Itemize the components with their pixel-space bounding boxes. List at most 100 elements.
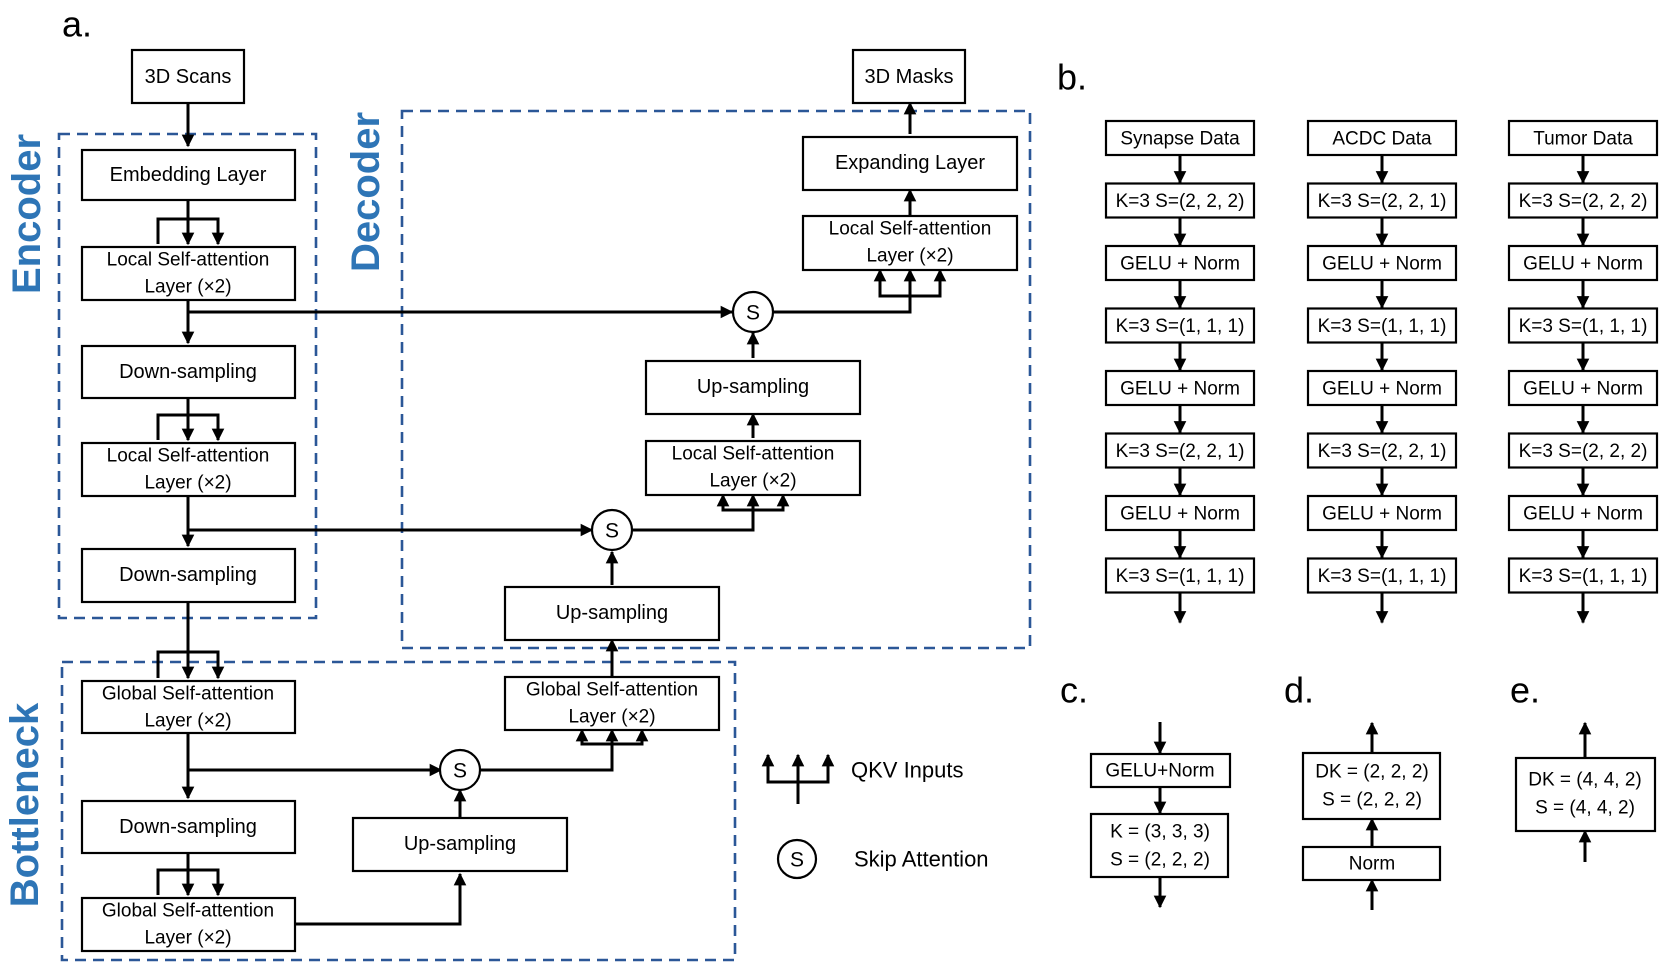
panel-b-step-label: GELU + Norm xyxy=(1120,379,1240,400)
encoder-label: Encoder xyxy=(5,134,49,294)
skip-attention-node-1: S xyxy=(731,290,775,334)
panel-b-step-label: K=3 S=(1, 1, 1) xyxy=(1116,316,1245,337)
panel-label-a: a. xyxy=(62,4,92,45)
panel-b-step-box xyxy=(1306,369,1458,407)
panel-b-step-label: K=3 S=(2, 2, 2) xyxy=(1519,191,1648,212)
encoder-local-sa-1-line1: Local Self-attention xyxy=(107,250,270,271)
panel-b-step-box xyxy=(1306,307,1458,344)
panel-b-step-label: K=3 S=(1, 1, 1) xyxy=(1318,566,1447,587)
decoder-up-1: Up-sampling xyxy=(503,585,721,642)
panel-b-step-box xyxy=(1104,182,1256,219)
skip-attention-node-3: S xyxy=(438,748,482,792)
panel-d-deconv-line1: DK = (2, 2, 2) xyxy=(1315,762,1429,783)
encoder-local-sa-1-line2: Layer (×2) xyxy=(144,277,231,298)
bottleneck-global-sa-1-line2: Layer (×2) xyxy=(144,711,231,732)
panel-b-step-label: GELU + Norm xyxy=(1322,254,1442,275)
encoder-down-1-label: Down-sampling xyxy=(119,361,257,383)
panel-e-deconv-line2: S = (4, 4, 2) xyxy=(1535,798,1635,819)
panel-b-step-label: K=3 S=(1, 1, 1) xyxy=(1318,316,1447,337)
panel-b-step-label: K=3 S=(2, 2, 1) xyxy=(1116,441,1245,462)
panel-e-deconv-line1: DK = (4, 4, 2) xyxy=(1528,770,1642,791)
decoder-local-sa-2: Local Self-attention Layer (×2) xyxy=(801,214,1019,272)
panel-b-step-label: GELU + Norm xyxy=(1322,504,1442,525)
bottleneck-global-sa-2: Global Self-attention Layer (×2) xyxy=(80,896,297,953)
bottleneck-global-sa-1-line1: Global Self-attention xyxy=(102,684,274,705)
panel-b-step-box xyxy=(1104,494,1256,532)
decoder-local-sa-1-line1: Local Self-attention xyxy=(672,444,835,465)
panel-label-e: e. xyxy=(1510,670,1540,711)
qkv-legend-icon xyxy=(761,753,835,804)
panel-d: Norm DK = (2, 2, 2) S = (2, 2, 2) xyxy=(1301,721,1442,910)
decoder-local-sa-1-line2: Layer (×2) xyxy=(709,471,796,492)
skip-attention-symbol: S xyxy=(746,302,760,325)
panel-b-header-box xyxy=(1306,119,1458,157)
output-node: 3D Masks xyxy=(851,48,967,105)
decoder-local-sa-1: Local Self-attention Layer (×2) xyxy=(644,439,862,497)
qkv-legend-label: QKV Inputs xyxy=(851,758,964,783)
bottleneck-label: Bottleneck xyxy=(3,702,47,907)
panel-c-conv-line2: S = (2, 2, 2) xyxy=(1110,850,1210,871)
output-label: 3D Masks xyxy=(865,66,954,88)
expanding-layer-label: Expanding Layer xyxy=(835,152,985,174)
panel-d-norm-label: Norm xyxy=(1349,854,1395,875)
panel-b-header-box xyxy=(1507,119,1659,157)
encoder-down-2: Down-sampling xyxy=(80,547,297,604)
panel-c-norm-label: GELU+Norm xyxy=(1105,761,1214,782)
panel-label-d: d. xyxy=(1284,670,1314,711)
panel-e: DK = (4, 4, 2) S = (4, 4, 2) xyxy=(1514,721,1657,862)
panel-b-header-label: Tumor Data xyxy=(1533,129,1633,150)
panel-b-header-box xyxy=(1104,119,1256,157)
panel-b-header-label: ACDC Data xyxy=(1332,129,1432,150)
encoder-local-sa-2-line1: Local Self-attention xyxy=(107,446,270,467)
panel-b-step-box xyxy=(1306,432,1458,469)
panel-label-b: b. xyxy=(1057,57,1087,98)
panel-a-connectors xyxy=(156,101,947,926)
bottleneck-global-sa-3-line2: Layer (×2) xyxy=(568,707,655,728)
input-label: 3D Scans xyxy=(145,66,232,88)
bottleneck-global-sa-1: Global Self-attention Layer (×2) xyxy=(80,679,297,735)
panel-b-step-label: K=3 S=(1, 1, 1) xyxy=(1519,316,1648,337)
panel-b-step-label: GELU + Norm xyxy=(1523,379,1643,400)
bottleneck-global-sa-2-line2: Layer (×2) xyxy=(144,928,231,949)
panel-b-step-box xyxy=(1507,557,1659,594)
decoder-label: Decoder xyxy=(344,112,388,272)
bottleneck-region xyxy=(60,660,737,962)
panel-b-step-box xyxy=(1104,557,1256,594)
expanding-layer: Expanding Layer xyxy=(801,135,1019,192)
skip-legend-icon: S xyxy=(776,838,818,880)
decoder-up-1-label: Up-sampling xyxy=(556,602,668,624)
panel-b-step-box xyxy=(1507,494,1659,532)
encoder-down-2-label: Down-sampling xyxy=(119,564,257,586)
panel-c: GELU+Norm K = (3, 3, 3) S = (2, 2, 2) xyxy=(1089,722,1232,909)
panel-b-step-box xyxy=(1306,557,1458,594)
bottleneck-global-sa-2-line1: Global Self-attention xyxy=(102,901,274,922)
skip-attention-symbol: S xyxy=(453,760,467,783)
panel-b-step-box xyxy=(1104,369,1256,407)
skip-attention-node-2: S xyxy=(590,508,634,552)
bottleneck-global-sa-3-line1: Global Self-attention xyxy=(526,680,698,701)
encoder-local-sa-2-line2: Layer (×2) xyxy=(144,473,231,494)
bottleneck-up-label: Up-sampling xyxy=(404,833,516,855)
panel-label-c: c. xyxy=(1060,670,1088,711)
panel-b-step-label: K=3 S=(1, 1, 1) xyxy=(1116,566,1245,587)
panel-b-step-label: GELU + Norm xyxy=(1322,379,1442,400)
panel-b-step-label: K=3 S=(1, 1, 1) xyxy=(1519,566,1648,587)
panel-b-step-label: GELU + Norm xyxy=(1120,504,1240,525)
panel-b-step-label: GELU + Norm xyxy=(1523,504,1643,525)
panel-c-conv-line1: K = (3, 3, 3) xyxy=(1110,822,1210,843)
bottleneck-down-label: Down-sampling xyxy=(119,816,257,838)
bottleneck-up: Up-sampling xyxy=(351,816,569,873)
decoder-region xyxy=(400,109,1032,650)
decoder-local-sa-2-line2: Layer (×2) xyxy=(866,246,953,267)
panel-b-header-label: Synapse Data xyxy=(1120,129,1240,150)
encoder-down-1: Down-sampling xyxy=(80,344,297,400)
panel-b-step-label: K=3 S=(2, 2, 1) xyxy=(1318,441,1447,462)
encoder-local-sa-2: Local Self-attention Layer (×2) xyxy=(80,441,297,498)
embedding-layer: Embedding Layer xyxy=(80,148,297,202)
decoder-local-sa-2-line1: Local Self-attention xyxy=(829,219,992,240)
skip-legend-symbol: S xyxy=(790,849,804,872)
panel-b-step-label: K=3 S=(2, 2, 2) xyxy=(1519,441,1648,462)
bottleneck-global-sa-3: Global Self-attention Layer (×2) xyxy=(503,675,721,732)
